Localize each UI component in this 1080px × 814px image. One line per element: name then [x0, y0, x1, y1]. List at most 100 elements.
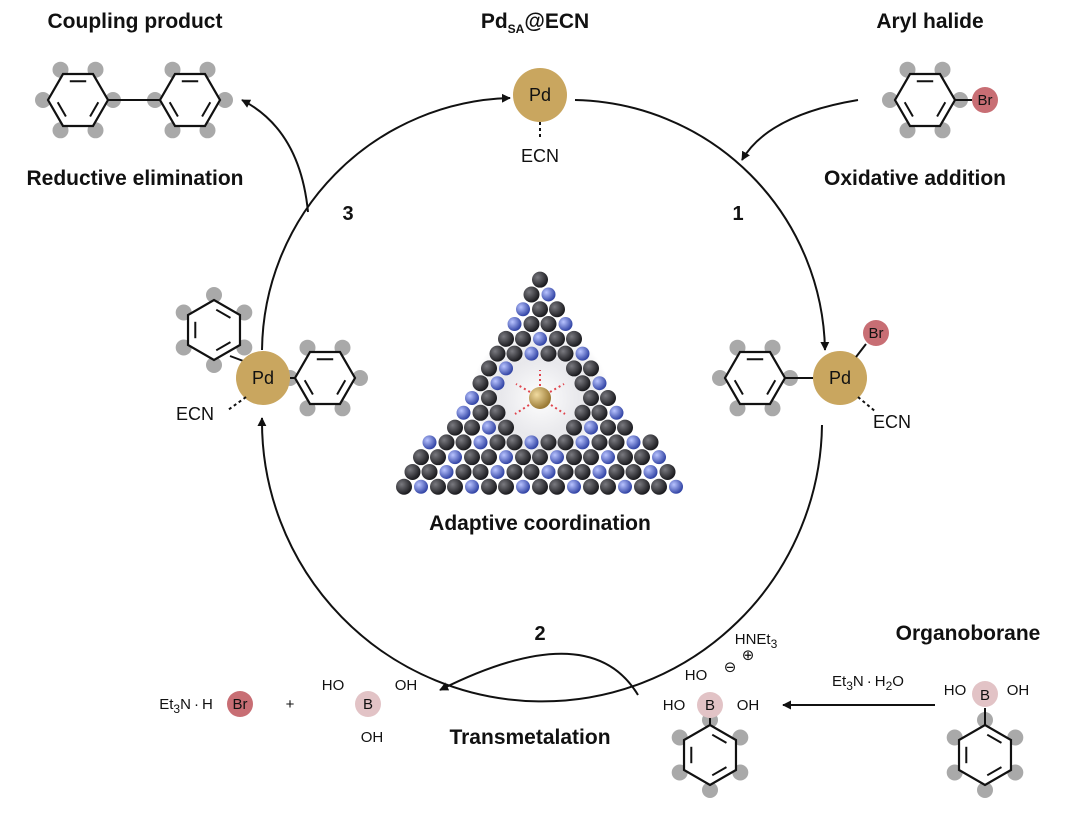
carbon-atom [532, 301, 548, 318]
phenyl-ring-boronic [957, 723, 1013, 787]
substituent-dot [206, 357, 222, 373]
transmetalation-label: Transmetalation [449, 726, 610, 749]
carbon-atom [447, 478, 463, 495]
carbon-atom [532, 478, 548, 495]
nitrogen-atom [558, 317, 573, 332]
carbon-atom [464, 419, 480, 436]
carbon-atom [600, 478, 616, 495]
phenyl-ring-top [186, 298, 242, 362]
oxidative-addition-arrow [741, 99, 859, 161]
boric-acid-ho: HO [322, 677, 345, 694]
ecn-framework-illustration [396, 271, 683, 495]
aryl-halide-molecule: Br [882, 61, 998, 139]
phenyl-ring-boronate [682, 723, 738, 787]
nitrogen-atom [567, 479, 581, 494]
carbon-atom [430, 449, 446, 466]
carbon-atom [566, 360, 582, 377]
boronate-ho-left: HO [663, 697, 686, 714]
carbon-atom [523, 286, 540, 303]
plus-charge: ⊕ [742, 647, 755, 664]
carbon-atom [540, 434, 557, 451]
nitrogen-atom [643, 464, 658, 479]
carbon-atom [421, 463, 438, 480]
carbon-atom [515, 330, 531, 347]
boronate-boron-label: B [705, 697, 715, 714]
nitrogen-atom [414, 479, 428, 494]
boric-acid-oh-right: OH [395, 677, 418, 694]
carbon-atom [506, 345, 523, 362]
biphenyl-product [35, 61, 233, 139]
nitrogen-atom [584, 420, 598, 435]
carbon-atom [506, 434, 523, 451]
nitrogen-atom [465, 479, 479, 494]
nitrogen-atom [618, 479, 632, 494]
bromine-atom [972, 87, 998, 113]
substituent-dot [206, 287, 222, 303]
carbon-atom [617, 449, 633, 466]
carbon-atom [472, 375, 489, 392]
nitrogen-atom [490, 376, 505, 391]
nitrogen-atom [601, 450, 615, 465]
phenylboronic-acid: B HO OH [944, 681, 1030, 798]
transmetalation-arrow [439, 652, 639, 696]
carbon-atom [540, 316, 557, 333]
carbon-atom [447, 419, 463, 436]
base-reagent: Et3N·H2O [832, 673, 904, 693]
carbon-atom [600, 390, 616, 406]
hbr-bromine-label: Br [233, 696, 248, 713]
ecn-label: ECN [521, 146, 559, 166]
pd-atom-left [236, 351, 290, 405]
carbon-atom [591, 434, 608, 451]
carbon-atom [515, 449, 531, 466]
nitrogen-atom [439, 464, 454, 479]
oxidative-addition-intermediate: Pd Br ECN [712, 320, 911, 432]
carbon-atom [625, 463, 642, 480]
nitrogen-atom [465, 391, 479, 405]
benzene-ring-right [158, 72, 222, 128]
nitrogen-atom [499, 450, 513, 465]
carbon-atom [438, 434, 455, 451]
pd-catalyst-top: Pd ECN [513, 68, 567, 166]
nitrogen-atom [499, 361, 513, 376]
organoborane-title: Organoborane [896, 622, 1041, 645]
carbon-atom [549, 478, 565, 495]
benzene-ring-left [46, 72, 110, 128]
carbon-atom [634, 478, 650, 495]
bromine-on-pd-label: Br [869, 325, 884, 342]
carbon-atom [532, 449, 548, 466]
step-number-2: 2 [534, 623, 545, 645]
carbon-atom [608, 434, 625, 451]
carbon-atom [566, 419, 582, 436]
carbon-atom [396, 478, 412, 495]
oxidative-addition-label: Oxidative addition [824, 167, 1006, 190]
ecn-label-left: ECN [176, 404, 214, 424]
carbon-atom [472, 404, 489, 421]
carbon-atom [523, 316, 540, 333]
nitrogen-atom [550, 450, 564, 465]
ho-label: HO [944, 682, 967, 699]
substituent-dot [35, 92, 51, 108]
oh-label: OH [1007, 682, 1030, 699]
carbon-atom [481, 478, 497, 495]
et3n-hbr-label: Et3N·H [159, 696, 213, 716]
carbon-atom [455, 434, 472, 451]
nitrogen-atom [533, 331, 547, 346]
nitrogen-atom [490, 464, 505, 479]
carbon-atom [557, 345, 574, 362]
plus-sign: + [286, 696, 295, 713]
hnet3-label: HNEt3 [735, 631, 778, 651]
pd-atom-right [813, 351, 867, 405]
substituent-dot [352, 370, 368, 386]
cycle-arc-1 [574, 99, 830, 351]
substituent-dot [702, 782, 718, 798]
carbon-atom [600, 419, 616, 436]
diaryl-pd-intermediate: Pd ECN [175, 287, 368, 424]
carbon-atom [651, 478, 667, 495]
pd-label-left: Pd [252, 368, 274, 388]
carbon-atom [523, 463, 540, 480]
carbon-atom [472, 463, 489, 480]
carbon-atom [489, 434, 506, 451]
pd-single-atom [529, 387, 551, 409]
carbon-atom [464, 449, 480, 466]
